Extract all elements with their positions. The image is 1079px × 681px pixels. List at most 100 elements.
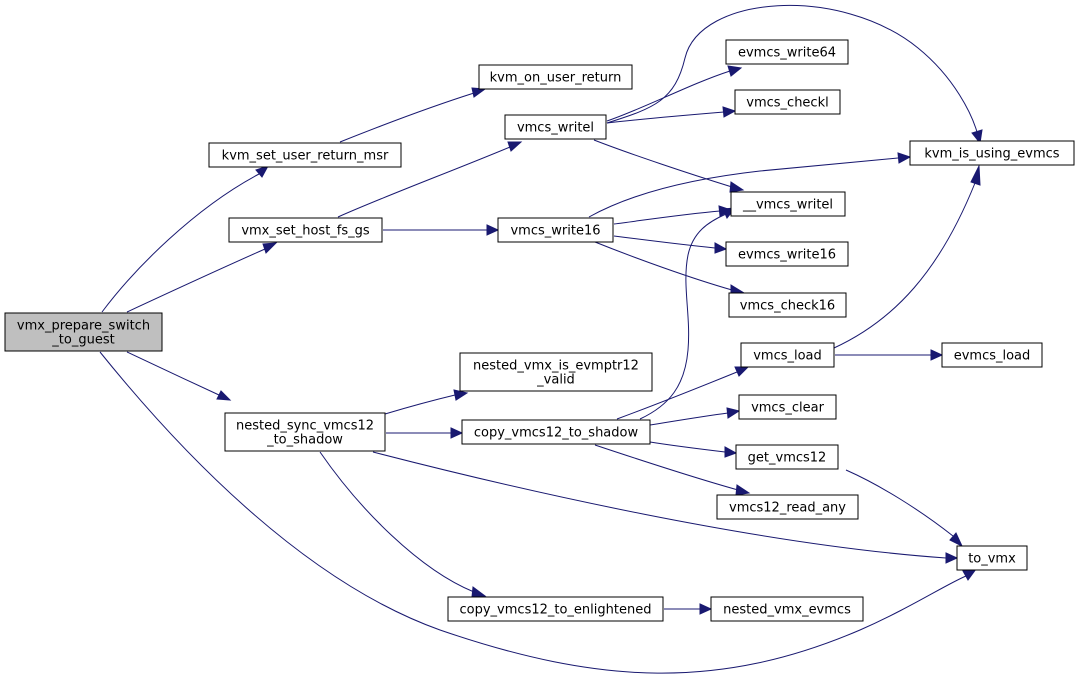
node-vmx_set_host_fs_gs[interactable]: vmx_set_host_fs_gs — [228, 217, 383, 243]
node-box — [208, 142, 402, 168]
node-label: evmcs_write64 — [738, 46, 836, 61]
node-box — [734, 89, 841, 115]
node-label: vmcs_check16 — [740, 299, 835, 314]
edge-line — [606, 111, 725, 124]
node-vmcs_write16[interactable]: vmcs_write16 — [497, 217, 614, 243]
node-label: copy_vmcs12_to_shadow — [474, 426, 639, 441]
node-label: vmcs_write16 — [510, 224, 600, 239]
edge-line — [606, 70, 731, 122]
node-label: evmcs_write16 — [738, 248, 836, 263]
edge-vmcs_write16-to-__vmcs_writel — [613, 205, 733, 225]
node-box — [728, 292, 847, 318]
arrowhead-icon — [507, 141, 523, 152]
node-vmcs_writel[interactable]: vmcs_writel — [504, 114, 607, 140]
node-copy_vmcs12_to_shadow[interactable]: copy_vmcs12_to_shadow — [461, 419, 651, 445]
node-box — [478, 64, 633, 90]
node-box — [228, 217, 383, 243]
node-label: vmx_set_host_fs_gs — [241, 224, 370, 239]
node-vmcs_load[interactable]: vmcs_load — [740, 342, 835, 368]
edge-line — [593, 139, 733, 188]
node-vmcs_checkl[interactable]: vmcs_checkl — [734, 89, 841, 115]
node-__vmcs_writel[interactable]: __vmcs_writel — [730, 191, 846, 217]
node-box — [447, 596, 664, 622]
arrowhead-icon — [930, 349, 944, 361]
edge-copy_vmcs12_to_shadow-to-vmcs12_read_any — [594, 444, 751, 496]
node-label: nested_vmx_evmcs — [723, 603, 851, 618]
edge-vmx_set_host_fs_gs-to-vmcs_write16 — [382, 224, 500, 236]
arrowhead-icon — [971, 129, 983, 145]
arrowhead-icon — [216, 390, 232, 401]
node-evmcs_load[interactable]: evmcs_load — [941, 342, 1043, 368]
arrowhead-icon — [699, 603, 713, 615]
node-box — [956, 545, 1028, 571]
node-box — [740, 342, 835, 368]
node-kvm_is_using_evmcs[interactable]: kvm_is_using_evmcs — [909, 140, 1075, 166]
node-nested_sync_vmcs12_to_shadow[interactable]: nested_sync_vmcs12_to_shadow — [224, 412, 386, 452]
node-evmcs_write16[interactable]: evmcs_write16 — [725, 241, 849, 267]
edge-line — [649, 441, 726, 453]
arrowhead-icon — [255, 165, 270, 178]
edge-kvm_set_user_return_msr-to-kvm_on_user_return — [339, 87, 487, 143]
arrowhead-icon — [897, 152, 912, 164]
node-get_vmcs12[interactable]: get_vmcs12 — [735, 444, 839, 470]
arrowhead-icon — [727, 65, 743, 77]
node-label: nested_vmx_is_evmptr12 — [473, 359, 639, 374]
arrowhead-icon — [949, 532, 964, 548]
edge-copy_vmcs12_to_enlightened-to-nested_vmx_evmcs — [663, 603, 713, 615]
node-vmcs12_read_any[interactable]: vmcs12_read_any — [716, 494, 859, 520]
node-vmcs_check16[interactable]: vmcs_check16 — [728, 292, 847, 318]
edge-line — [319, 451, 475, 593]
edge-line — [126, 351, 220, 396]
node-box — [4, 312, 163, 352]
arrowhead-icon — [729, 181, 745, 193]
arrowhead-icon — [450, 427, 464, 439]
node-copy_vmcs12_to_enlightened[interactable]: copy_vmcs12_to_enlightened — [447, 596, 664, 622]
edge-get_vmcs12-to-to_vmx — [845, 469, 964, 548]
node-label: __vmcs_writel — [742, 198, 833, 213]
edge-line — [339, 92, 475, 143]
node-kvm_set_user_return_msr[interactable]: kvm_set_user_return_msr — [208, 142, 402, 168]
node-evmcs_write64[interactable]: evmcs_write64 — [725, 39, 849, 65]
edge-line — [372, 451, 947, 559]
call-graph-edges — [99, 5, 983, 674]
node-label: to_vmx — [968, 552, 1016, 567]
edge-nested_sync_vmcs12_to_shadow-to-to_vmx — [372, 451, 959, 564]
edge-vmcs_load-to-kvm_is_using_evmcs — [833, 164, 981, 349]
node-box — [224, 412, 386, 452]
node-box — [725, 39, 849, 65]
node-label: kvm_on_user_return — [490, 71, 622, 86]
edge-vmcs_write16-to-kvm_is_using_evmcs — [588, 152, 912, 218]
edge-line — [588, 157, 899, 218]
node-to_vmx[interactable]: to_vmx — [956, 545, 1028, 571]
edge-line — [384, 394, 456, 415]
node-nested_vmx_evmcs[interactable]: nested_vmx_evmcs — [710, 596, 864, 622]
node-label: kvm_is_using_evmcs — [924, 147, 1059, 162]
arrowhead-icon — [726, 407, 741, 419]
node-label: copy_vmcs12_to_enlightened — [460, 603, 652, 618]
edge-line — [606, 5, 978, 133]
edge-line — [594, 444, 739, 491]
node-vmcs_clear[interactable]: vmcs_clear — [738, 394, 837, 420]
node-label: nested_sync_vmcs12 — [236, 419, 374, 434]
node-box — [459, 352, 653, 392]
node-label: get_vmcs12 — [748, 451, 827, 466]
node-label: evmcs_load — [954, 349, 1031, 364]
arrowhead-icon — [962, 568, 978, 581]
node-vmx_prepare_switch_to_guest[interactable]: vmx_prepare_switch_to_guest — [4, 312, 163, 352]
arrowhead-icon — [735, 484, 751, 496]
edge-line — [833, 182, 976, 349]
node-label: _to_guest — [51, 333, 114, 348]
node-kvm_on_user_return[interactable]: kvm_on_user_return — [478, 64, 633, 90]
node-box — [738, 394, 837, 420]
edge-copy_vmcs12_to_shadow-to-get_vmcs12 — [649, 441, 738, 458]
edge-line — [616, 371, 738, 420]
edge-line — [594, 241, 733, 291]
node-box — [710, 596, 864, 622]
edge-copy_vmcs12_to_shadow-to-__vmcs_writel — [639, 207, 737, 420]
node-box — [941, 342, 1043, 368]
edge-vmx_set_host_fs_gs-to-vmcs_writel — [337, 141, 523, 218]
node-box — [909, 140, 1075, 166]
node-nested_vmx_is_evmptr12_valid[interactable]: nested_vmx_is_evmptr12_valid — [459, 352, 653, 392]
edge-line — [845, 469, 954, 537]
node-label: vmcs_load — [753, 349, 822, 364]
